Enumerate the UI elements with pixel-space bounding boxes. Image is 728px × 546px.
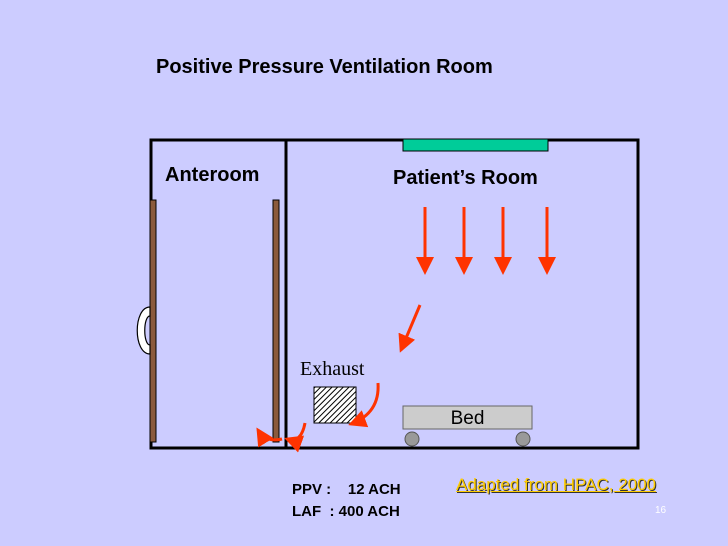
bed <box>402 405 533 430</box>
leak-flow-arrow <box>284 422 307 453</box>
anteroom-label: Anteroom <box>165 164 260 186</box>
outer-door <box>149 199 157 443</box>
airflow-arrow <box>398 304 422 353</box>
exhaust-grille <box>313 386 357 424</box>
laf-info: LAF : 400 ACH <box>292 503 400 520</box>
bed-wheel <box>515 431 531 447</box>
leak-flow-arrow <box>256 427 283 448</box>
source-credit: Adapted from HPAC, 2000 <box>456 475 657 494</box>
patient-room-label: Patient’s Room <box>393 167 538 189</box>
door-handle-icon <box>136 306 151 355</box>
bed-wheel <box>404 431 420 447</box>
exhaust-flow-arrow <box>348 382 380 428</box>
inner-door <box>272 199 280 443</box>
ppv-info: PPV : 12 ACH <box>292 481 401 498</box>
supply-vent <box>402 138 549 152</box>
page-number: 16 <box>655 505 667 516</box>
page-title: Positive Pressure Ventilation Room <box>156 56 493 78</box>
bed-label: Bed <box>450 408 485 429</box>
exhaust-label: Exhaust <box>300 358 365 380</box>
